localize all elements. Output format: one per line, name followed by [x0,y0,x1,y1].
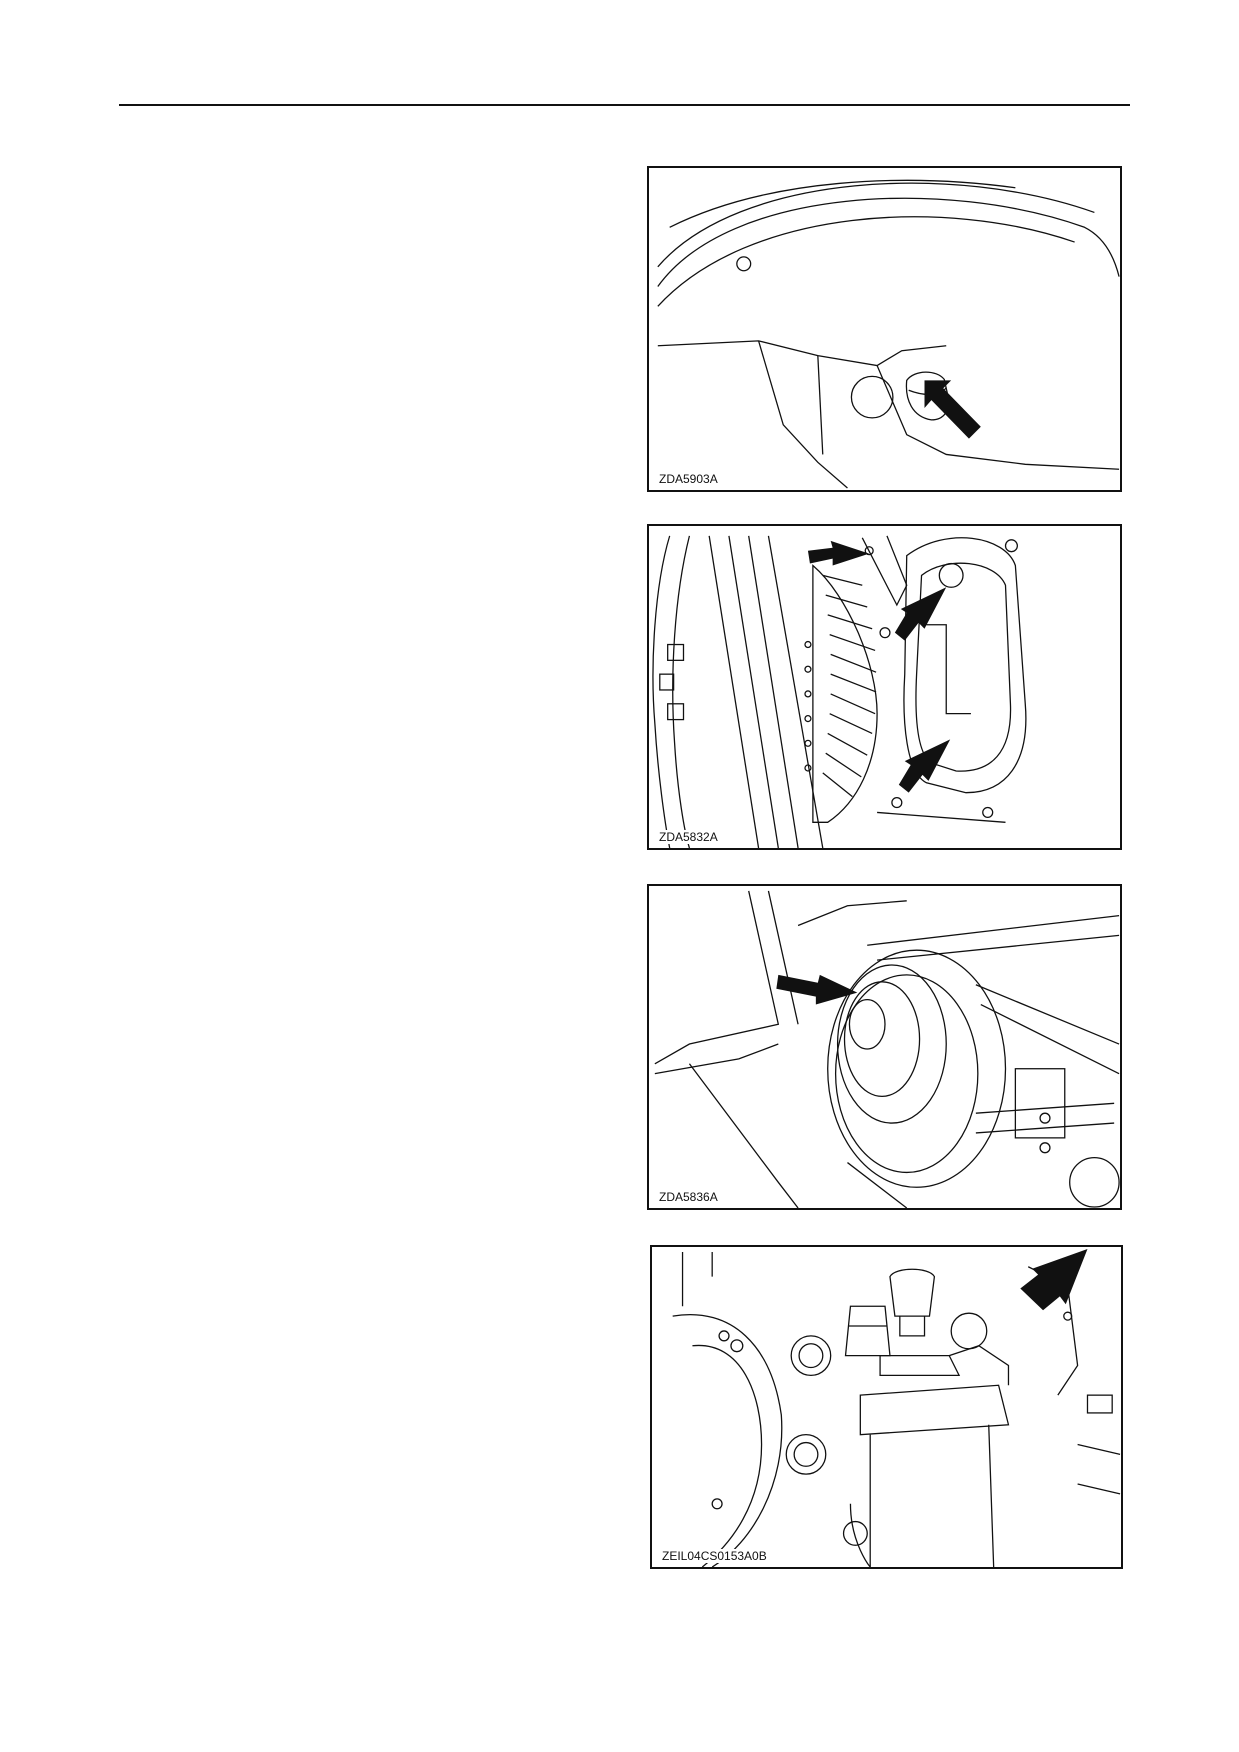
line-drawing [657,179,1120,489]
figure-illustration-2: ZDA5832A [647,524,1122,850]
line-drawing [652,535,1027,848]
line-drawing [672,1248,1121,1567]
figure-illustration-4: ZEIL04CS0153A0B [650,1245,1123,1569]
line-drawing [654,890,1120,1208]
figure-illustration-3: ZDA5836A [647,884,1122,1210]
callout-arrows [807,540,951,793]
figure-code: ZDA5903A [657,472,720,486]
callout-arrow [1020,1248,1088,1311]
figure-code: ZDA5832A [657,830,720,844]
figure-illustration-1: ZDA5903A [647,166,1122,492]
callout-arrow [924,380,981,439]
figure-code: ZDA5836A [657,1190,720,1204]
callout-arrow [776,974,858,1005]
figure-code: ZEIL04CS0153A0B [660,1549,769,1563]
header-rule [119,104,1130,106]
